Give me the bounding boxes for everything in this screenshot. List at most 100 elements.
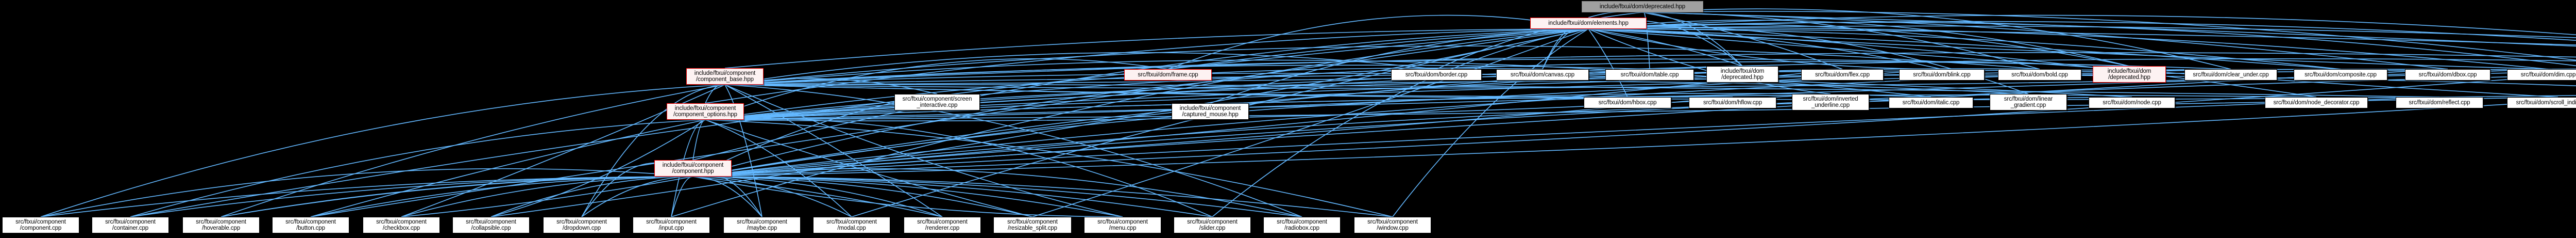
graph-node[interactable]: src/ftxui/dom/node.cpp [2089,97,2175,108]
graph-node[interactable]: include/ftxui/dom /deprecated.hpp [2093,66,2166,83]
graph-node[interactable]: src/ftxui/component /button.cpp [272,217,349,233]
graph-node[interactable]: include/ftxui/dom/elements.hpp [1530,18,1647,29]
graph-node[interactable]: src/ftxui/dom/canvas.cpp [1496,69,1589,81]
graph-edge [1642,12,2576,47]
graph-edge [1588,28,2341,70]
graph-node[interactable]: src/ftxui/dom/bold.cpp [1998,69,2081,81]
graph-node-label: src/ftxui/component /component.cpp [15,218,66,231]
graph-edge [40,84,725,217]
graph-node-label: src/ftxui/component /modal.cpp [826,218,877,231]
graph-node[interactable]: src/ftxui/component /window.cpp [1354,217,1431,233]
graph-edge [692,69,2448,177]
graph-node-label: src/ftxui/component /maybe.cpp [737,218,787,231]
graph-edge [1642,12,2448,70]
graph-node-label: include/ftxui/component /captured_mouse.… [1179,105,1241,118]
graph-edge [1588,27,2549,70]
graph-node-label: src/ftxui/component /window.cpp [1367,218,1418,231]
graph-edge [1588,28,2576,45]
graph-node-label: src/ftxui/dom/dbox.cpp [2418,71,2477,78]
graph-edge [1588,14,2576,36]
graph-edge [310,176,693,217]
graph-node[interactable]: src/ftxui/component/screen _interactive.… [894,94,980,110]
graph-edge [1588,28,2549,70]
graph-edge [310,119,706,217]
graph-node[interactable]: include/ftxui/component /component_optio… [667,103,744,120]
graph-node[interactable]: src/ftxui/dom/scroll_indicator.cpp [2507,97,2576,108]
graph-node[interactable]: include/ftxui/dom/deprecated.hpp [1582,1,1703,12]
graph-edge [1588,28,2558,98]
graph-node[interactable]: src/ftxui/dom/node_decorator.cpp [2265,97,2368,108]
graph-node[interactable]: src/ftxui/dom/dim.cpp [2507,69,2576,81]
graph-node[interactable]: src/ftxui/component /resizable_split.cpp [993,217,1072,233]
graph-node[interactable]: src/ftxui/component /maybe.cpp [723,217,801,233]
graph-node[interactable]: src/ftxui/component /container.cpp [92,217,169,233]
graph-edge [705,58,2576,120]
graph-edge [1167,14,1589,70]
graph-node[interactable]: src/ftxui/dom/italic.cpp [1889,97,1973,108]
graph-edge [1588,25,2576,38]
graph-node[interactable]: src/ftxui/component /menu.cpp [1084,217,1161,233]
graph-edge [1588,28,1942,70]
graph-node[interactable]: src/ftxui/component /hoverable.cpp [182,217,260,233]
graph-node[interactable]: include/ftxui/component /captured_mouse.… [1172,103,1249,120]
graph-edge [221,84,725,217]
graph-edge [1032,28,1589,217]
graph-node[interactable]: src/ftxui/dom/hflow.cpp [1689,97,1776,108]
graph-node[interactable]: src/ftxui/component /radiobox.cpp [1263,217,1341,233]
graph-edge [692,168,1302,217]
graph-edge [671,176,693,217]
graph-node[interactable]: src/ftxui/dom/inverted _underline.cpp [1792,94,1869,110]
graph-node-label: include/ftxui/dom/deprecated.hpp [1599,3,1686,10]
graph-node-label: src/ftxui/dom/border.cpp [1405,71,1468,78]
graph-node[interactable]: src/ftxui/component /slider.cpp [1174,217,1251,233]
graph-node[interactable]: src/ftxui/dom/linear _gradient.cpp [1990,94,2067,110]
graph-edge [401,176,693,217]
graph-edge [1588,28,2317,98]
graph-edge [1588,24,2130,67]
graph-edge [1588,22,2576,67]
graph-node[interactable]: src/ftxui/component /modal.cpp [813,217,890,233]
graph-node-label: src/ftxui/dom/flex.cpp [1815,71,1870,78]
graph-edge [692,176,852,217]
graph-node[interactable]: src/ftxui/dom/blink.cpp [1899,69,1985,81]
graph-node-label: src/ftxui/dom/blink.cpp [1913,71,1971,78]
graph-node[interactable]: src/ftxui/dom/border.cpp [1391,69,1482,81]
graph-edge [1588,28,2341,70]
graph-node[interactable]: src/ftxui/dom/clear_under.cpp [2184,69,2277,81]
graph-node[interactable]: src/ftxui/dom/dbox.cpp [2405,69,2490,81]
graph-edge [692,176,1393,217]
graph-node-label: src/ftxui/dom/composite.cpp [2304,71,2377,78]
graph-edge [692,176,1123,217]
graph-node-label: src/ftxui/component /radiobox.cpp [1277,218,1327,231]
graph-node[interactable]: include/ftxui/dom /deprecated.hpp [1706,66,1778,83]
graph-node[interactable]: src/ftxui/component /checkbox.cpp [363,217,440,233]
graph-node[interactable]: src/ftxui/component /component.cpp [2,217,79,233]
graph-node-label: src/ftxui/component/screen _interactive.… [902,96,972,108]
graph-node[interactable]: src/ftxui/component /collapsible.cpp [452,217,530,233]
graph-edge [692,173,762,217]
graph-node[interactable]: include/ftxui/component /component_base.… [686,68,764,85]
graph-node[interactable]: src/ftxui/component /renderer.cpp [904,217,981,233]
graph-edge [581,176,693,217]
graph-node-label: src/ftxui/component /menu.cpp [1097,218,1148,231]
graph-edge [221,176,693,217]
graph-edge [1392,28,1589,217]
graph-edge [1588,21,2576,41]
graph-node[interactable]: src/ftxui/dom/hbox.cpp [1584,97,1671,108]
graph-node[interactable]: src/ftxui/dom/reflect.cpp [2396,97,2483,108]
graph-edge [1542,25,1589,70]
graph-edge [130,119,706,217]
graph-node-label: include/ftxui/dom/elements.hpp [1548,20,1629,26]
graph-node-label: src/ftxui/dom/hbox.cpp [1598,99,1657,106]
graph-edge [705,119,1393,217]
graph-node[interactable]: src/ftxui/dom/flex.cpp [1801,69,1884,81]
graph-edge [1642,12,2040,70]
graph-node[interactable]: include/ftxui/component /component.hpp [654,160,732,177]
graph-node-label: include/ftxui/dom /deprecated.hpp [2107,68,2151,81]
graph-node[interactable]: src/ftxui/component /dropdown.cpp [543,217,620,233]
graph-node[interactable]: src/ftxui/dom/frame.cpp [1124,69,1212,81]
graph-node[interactable]: src/ftxui/component /input.cpp [633,217,710,233]
graph-edge [1642,12,1743,67]
graph-node[interactable]: src/ftxui/dom/table.cpp [1605,69,1694,81]
graph-node[interactable]: src/ftxui/dom/composite.cpp [2294,69,2387,81]
